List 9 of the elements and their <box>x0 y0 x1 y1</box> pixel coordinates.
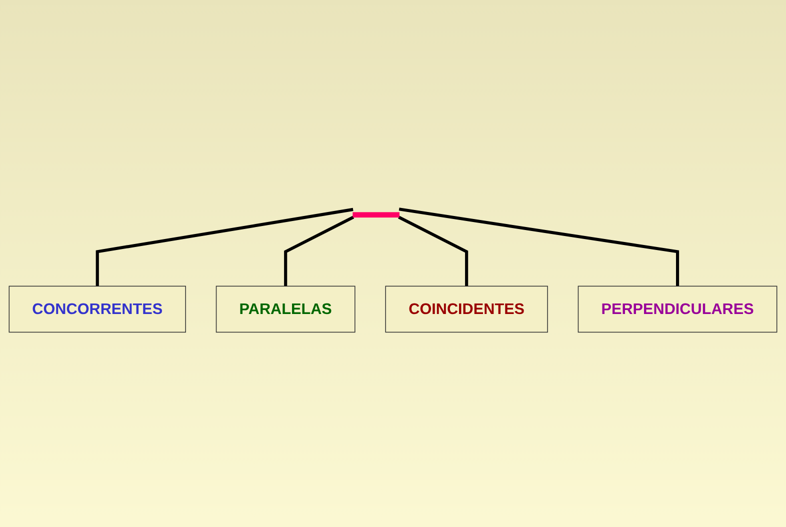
category-box: PERPENDICULARES <box>578 286 778 333</box>
connector-bar <box>352 212 400 218</box>
connector-line <box>284 216 354 286</box>
connector-line <box>398 216 468 286</box>
connector-line <box>96 208 354 286</box>
category-box: PARALELAS <box>216 286 356 333</box>
connector-line <box>398 208 680 286</box>
category-box: CONCORRENTES <box>8 286 186 333</box>
category-box: COINCIDENTES <box>385 286 548 333</box>
